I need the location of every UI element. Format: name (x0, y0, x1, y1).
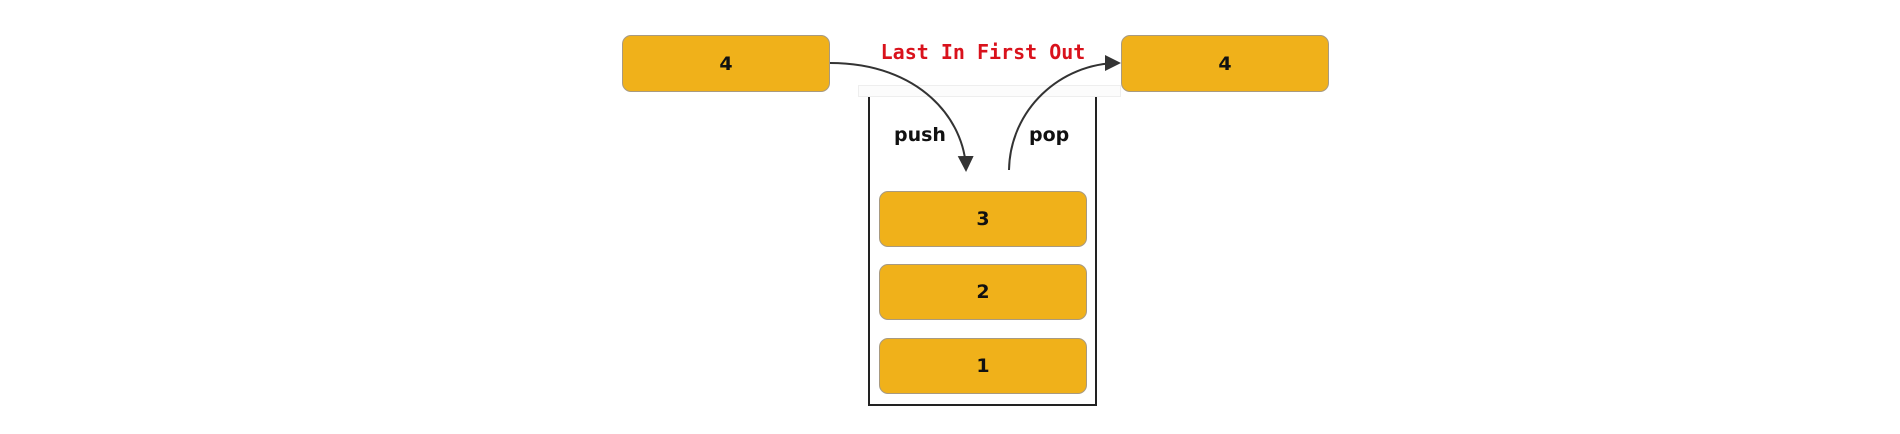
diagram-title: Last In First Out (880, 40, 1086, 64)
popped-item-label: 4 (1218, 52, 1232, 75)
stack-item-label: 2 (976, 281, 990, 303)
push-label: push (894, 124, 946, 146)
popped-item: 4 (1121, 35, 1329, 92)
stack-item-label: 3 (976, 208, 990, 230)
push-arrow (829, 62, 974, 172)
stack-item: 2 (879, 264, 1087, 320)
pop-label: pop (1029, 124, 1070, 146)
stack-item-label: 1 (976, 355, 990, 377)
stack-item: 3 (879, 191, 1087, 247)
pop-arrow (1008, 55, 1121, 171)
stack-container (868, 97, 1097, 406)
pushed-item: 4 (622, 35, 830, 92)
pushed-item-label: 4 (719, 52, 733, 75)
stack-opening (858, 85, 1121, 97)
stack-item: 1 (879, 338, 1087, 394)
